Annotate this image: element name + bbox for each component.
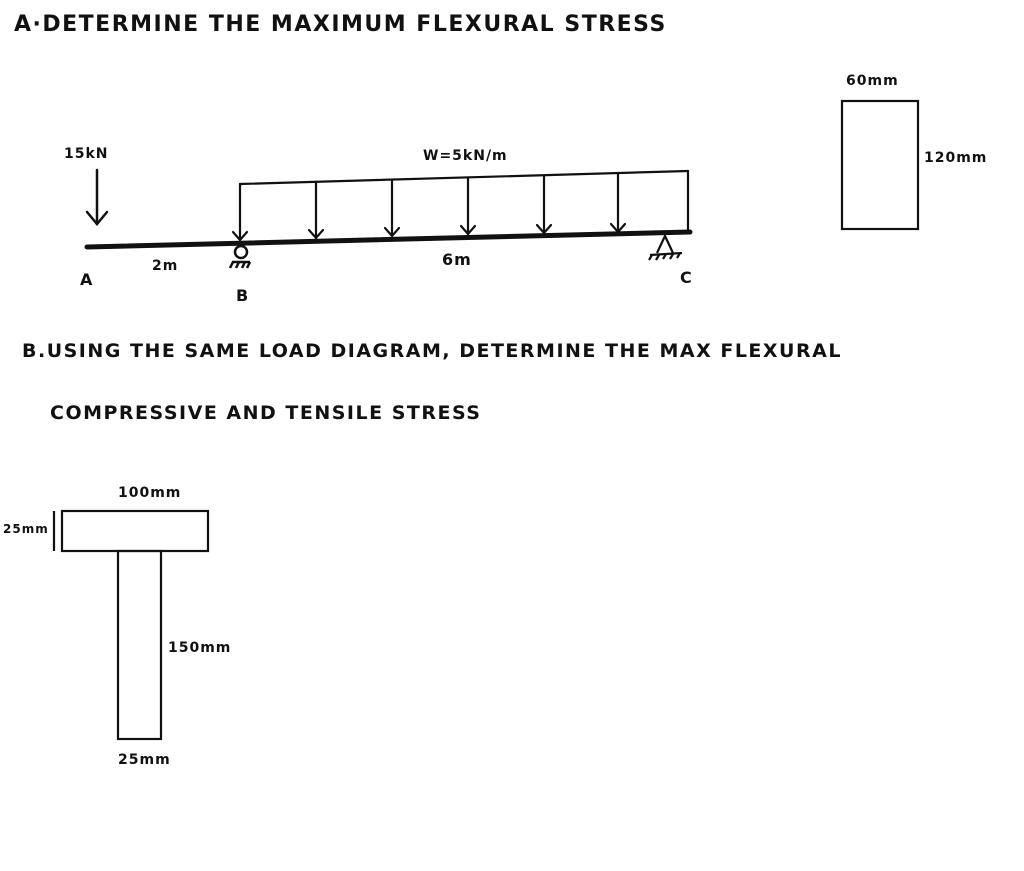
web-width-label: 25mm: [118, 752, 171, 768]
point-load-label: 15kN: [64, 146, 109, 162]
span-bc-label: 6m: [442, 250, 472, 269]
t-cross-section: [52, 509, 210, 741]
flange-width-label: 100mm: [118, 485, 182, 501]
point-c-label: C: [680, 268, 693, 287]
distributed-load: [231, 169, 690, 242]
rect-cross-section: [840, 99, 920, 231]
support-b: [228, 244, 252, 269]
point-b-label: B: [236, 286, 250, 305]
distributed-load-label: W=5kN/m: [423, 148, 508, 164]
web-height-label: 150mm: [168, 640, 232, 656]
support-c: [648, 233, 683, 261]
flange-thickness-label: 25mm: [3, 522, 49, 536]
span-ab-label: 2m: [152, 258, 179, 274]
rect-width-label: 60mm: [846, 73, 899, 89]
point-load-arrow: [85, 168, 109, 226]
beam-line: [84, 229, 693, 250]
part-b-heading-line1: B.USING THE SAME LOAD DIAGRAM, DETERMINE…: [22, 340, 842, 362]
part-b-heading-line2: COMPRESSIVE AND TENSILE STRESS: [50, 402, 482, 424]
point-a-label: A: [80, 270, 94, 289]
rect-height-label: 120mm: [924, 150, 988, 166]
part-a-heading: A·DETERMINE THE MAXIMUM FLEXURAL STRESS: [14, 12, 667, 37]
